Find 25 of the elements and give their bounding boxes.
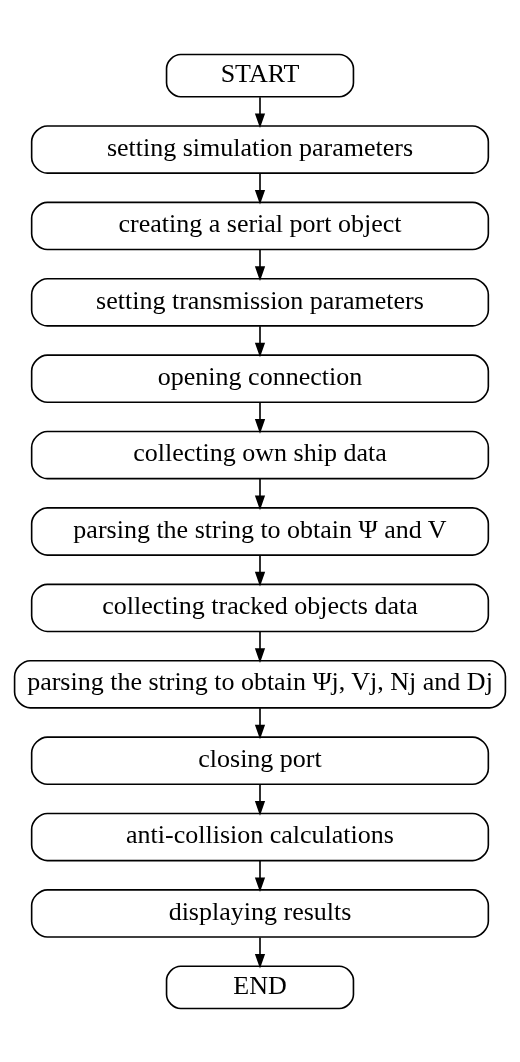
arrow <box>254 172 266 205</box>
node-box: anti-collision calculations <box>30 812 490 861</box>
node-box: parsing the string to obtain Ψ and V <box>30 506 490 556</box>
arrow <box>254 783 266 816</box>
arrow <box>254 630 266 663</box>
node-box: START <box>165 53 355 98</box>
arrow <box>254 477 266 510</box>
node-box: displaying results <box>30 888 490 938</box>
arrow <box>254 325 266 357</box>
arrow <box>254 706 266 739</box>
node-box: closing port <box>30 735 490 785</box>
arrow <box>254 401 266 434</box>
node-box: setting transmission parameters <box>30 277 490 327</box>
node-box: parsing the string to obtain Ψj, Vj, Nj and Dj <box>13 659 507 709</box>
arrow <box>254 859 266 892</box>
node-box: END <box>165 964 355 1009</box>
arrow <box>254 936 266 969</box>
node-box: collecting own ship data <box>30 430 490 479</box>
arrow <box>254 554 266 587</box>
node-box: creating a serial port object <box>30 201 490 250</box>
arrow <box>254 96 266 128</box>
node-box: opening connection <box>30 353 490 403</box>
node-box: setting simulation parameters <box>30 124 490 174</box>
arrow <box>254 248 266 281</box>
node-box: collecting tracked objects data <box>30 583 490 632</box>
